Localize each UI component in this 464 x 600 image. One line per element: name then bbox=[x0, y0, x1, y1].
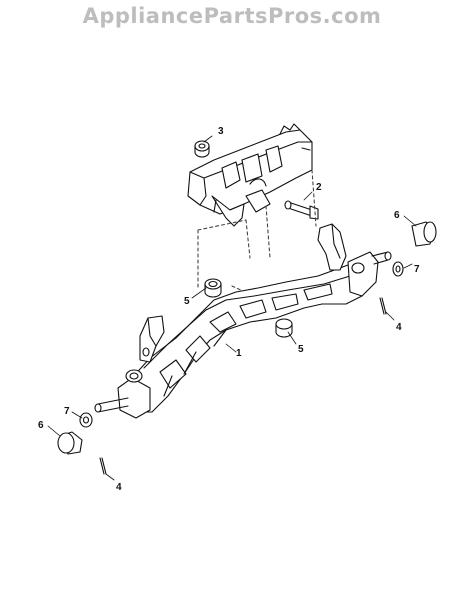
callout-6-left: 6 bbox=[38, 420, 44, 431]
axle-beam-part-1 bbox=[94, 223, 392, 419]
watermark-text: AppliancePartsPros.com bbox=[82, 4, 382, 28]
callout-6-right: 6 bbox=[394, 210, 400, 221]
leader-lines bbox=[47, 135, 417, 481]
bushing-part-5-lower bbox=[275, 318, 293, 338]
callout-7-left: 7 bbox=[64, 406, 70, 417]
cotter-pin-part-4-left bbox=[99, 457, 107, 475]
callout-4-right: 4 bbox=[396, 322, 402, 333]
nut-part-3 bbox=[194, 140, 210, 158]
callout-2: 2 bbox=[316, 182, 322, 193]
callout-7-right: 7 bbox=[414, 264, 420, 275]
callout-5-lower: 5 bbox=[298, 344, 304, 355]
cotter-pin-part-4-right bbox=[379, 297, 387, 315]
mounting-bracket bbox=[187, 123, 313, 227]
bolt-part-2 bbox=[284, 200, 319, 220]
callout-5-upper: 5 bbox=[184, 296, 190, 307]
callout-1: 1 bbox=[236, 348, 242, 359]
hub-cap-part-6-right bbox=[411, 221, 437, 247]
callout-4-left: 4 bbox=[116, 482, 122, 493]
washer-part-7-left bbox=[79, 412, 93, 428]
bushing-part-5-upper bbox=[204, 278, 222, 298]
callout-3: 3 bbox=[218, 126, 224, 137]
callout-labels: 3 2 5 1 5 6 7 4 7 6 4 bbox=[38, 126, 420, 493]
alignment-lines bbox=[197, 169, 317, 301]
hub-cap-part-6-left bbox=[57, 431, 83, 455]
washer-part-7-right bbox=[392, 261, 404, 277]
